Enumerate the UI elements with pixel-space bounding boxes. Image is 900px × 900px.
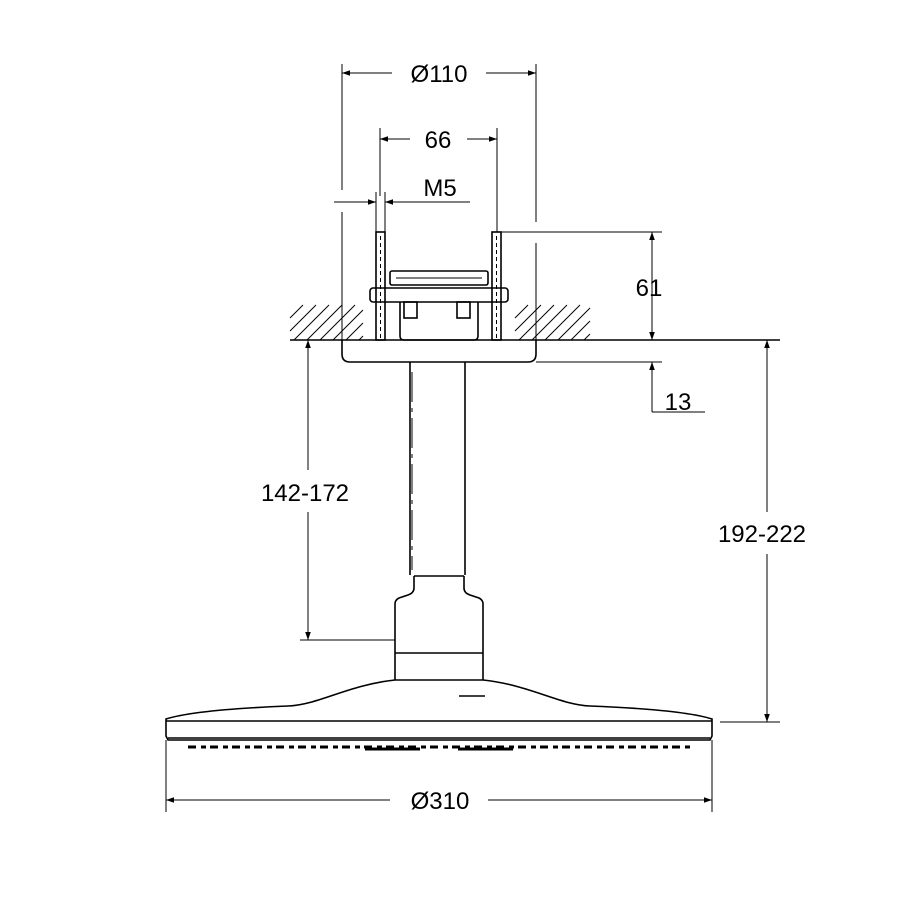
- dimension-flange-height: 13: [536, 361, 705, 416]
- hatch-line: [293, 304, 330, 341]
- hatch-line: [289, 304, 317, 332]
- dimension-arm-length: 142-172: [261, 340, 395, 641]
- hatch-line: [306, 304, 343, 341]
- dimension-label: Ø110: [411, 61, 468, 88]
- dimension-label: 66: [425, 127, 452, 154]
- hatch-line: [557, 307, 591, 341]
- hatch-line: [518, 304, 555, 341]
- shower-arm: [394, 362, 484, 680]
- mounting-studs: [375, 231, 502, 341]
- dimension-label: Ø310: [411, 788, 470, 815]
- dimension-thread: M5: [334, 175, 470, 232]
- dimension-label: 61: [636, 275, 663, 302]
- ceiling: [289, 304, 780, 341]
- dimension-label: 192-222: [718, 521, 806, 548]
- dimension-head-diameter: Ø310: [165, 740, 713, 815]
- hatch-line: [358, 335, 364, 341]
- hatch-line: [531, 304, 568, 341]
- dimension-stud-spacing: 66: [379, 127, 498, 232]
- dimension-flange-diameter: Ø110: [341, 61, 537, 340]
- shower-head: [165, 679, 713, 751]
- hatch-line: [570, 320, 591, 341]
- dimension-label: 142-172: [261, 480, 349, 507]
- ceiling-flange: [341, 340, 537, 363]
- hatch-line: [332, 309, 364, 341]
- hatch-line: [514, 304, 529, 319]
- dimension-label: 13: [665, 389, 692, 416]
- hatch-line: [319, 304, 356, 341]
- dimension-label: M5: [423, 175, 456, 202]
- dimension-total-height: 192-222: [718, 340, 806, 723]
- hatch-line: [544, 304, 581, 341]
- hatch-line: [514, 304, 542, 332]
- hatch-line: [289, 304, 304, 319]
- mounting-box: [369, 270, 509, 341]
- hatch-line: [345, 322, 364, 341]
- dimension-box-depth: 61: [501, 231, 663, 340]
- hatch-line: [583, 333, 591, 341]
